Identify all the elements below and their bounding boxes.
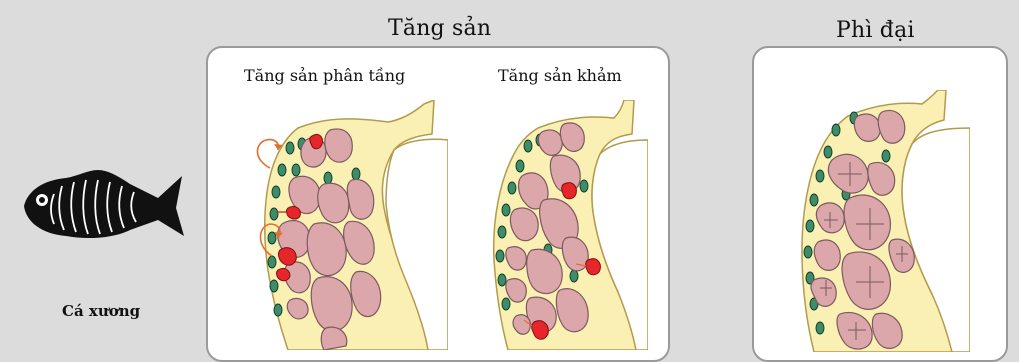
hypertrophy-diagram: [790, 90, 970, 352]
fish-icon: [18, 164, 188, 244]
mosaic-hyperplasia-diagram: [478, 100, 648, 350]
hypertrophy-heading: Phì đại: [836, 18, 915, 43]
stratified-subheading: Tăng sản phân tầng: [244, 66, 405, 85]
stratified-hyperplasia-diagram: [228, 100, 448, 350]
fish-label: Cá xương: [62, 302, 140, 320]
hyperplasia-heading: Tăng sản: [388, 16, 491, 41]
mosaic-subheading: Tăng sản khảm: [498, 66, 622, 85]
